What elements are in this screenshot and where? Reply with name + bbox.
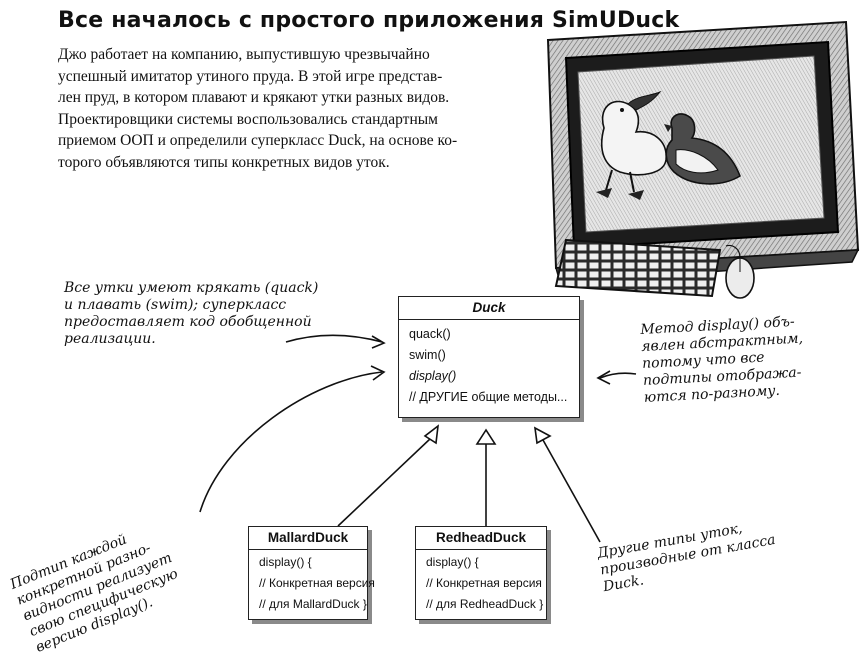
mouse-icon [725,244,755,299]
intro-line: приемом ООП и определили суперкласс Duck… [58,132,458,149]
class-name: RedheadDuck [416,527,546,550]
inheritance-arrowhead [423,424,440,445]
note-line: предоставляет код обобщенной [64,314,312,330]
method-display: display() [409,369,457,383]
mallard-inheritance-line [337,437,432,527]
quack-note-pointer [285,334,383,343]
keyboard-icon [554,238,722,298]
class-line: // Конкретная версия [259,576,375,590]
class-line: display() { [426,555,479,569]
method-swim: swim() [409,348,446,362]
class-line: // для RedheadDuck } [426,597,544,611]
duck-class-box: Duck quack() swim() display() // ДРУГИЕ … [398,296,580,418]
method-quack: quack() [409,327,451,341]
mallard-duck-class-box: MallardDuck display() { // Конкретная ве… [248,526,375,620]
inheritance-arrowhead [534,426,552,445]
arrow-head-icon [371,335,386,349]
intro-line: торого объявляются типы конкретных видов… [58,153,390,171]
page-title: Все началось с простого приложения SimUD… [58,8,680,33]
intro-line: успешный имитатор утиного пруда. В этой … [58,67,443,85]
class-line: display() { [259,555,312,569]
class-name: Duck [399,297,579,320]
others-inheritance-line [542,439,601,543]
note-display-abstract: Метод display() объ- явлен абстрактным, … [640,314,806,407]
note-line: реализации. [64,331,156,347]
note-line: Все утки умеют крякать (quack) [64,280,319,296]
class-name: MallardDuck [249,527,367,550]
arrow-head-icon [370,365,386,381]
display-note-pointer [599,372,637,379]
redhead-duck-class-box: RedheadDuck display() { // Конкретная ве… [415,526,547,620]
note-line: и плавать (swim); суперкласс [64,297,287,313]
note-quack-swim: Все утки умеют крякать (quack) и плавать… [64,280,318,348]
method-other: // ДРУГИЕ общие методы... [409,390,568,404]
subtype-note-pointer [199,371,383,513]
class-line: // для MallardDuck } [259,597,367,611]
inheritance-arrowhead [475,428,497,445]
duck-icon [664,113,741,185]
duck-icon [596,90,667,200]
arrow-head-icon [596,370,611,385]
intro-paragraph: Джо работает на компанию, выпустившую чр… [58,44,528,173]
intro-line: Джо работает на компанию, выпустившую чр… [58,46,430,63]
intro-line: лен пруд, в котором плавают и крякают ут… [58,89,450,106]
class-line: // Конкретная версия [426,576,542,590]
intro-line: Проектировщики системы воспользовались с… [58,110,438,128]
